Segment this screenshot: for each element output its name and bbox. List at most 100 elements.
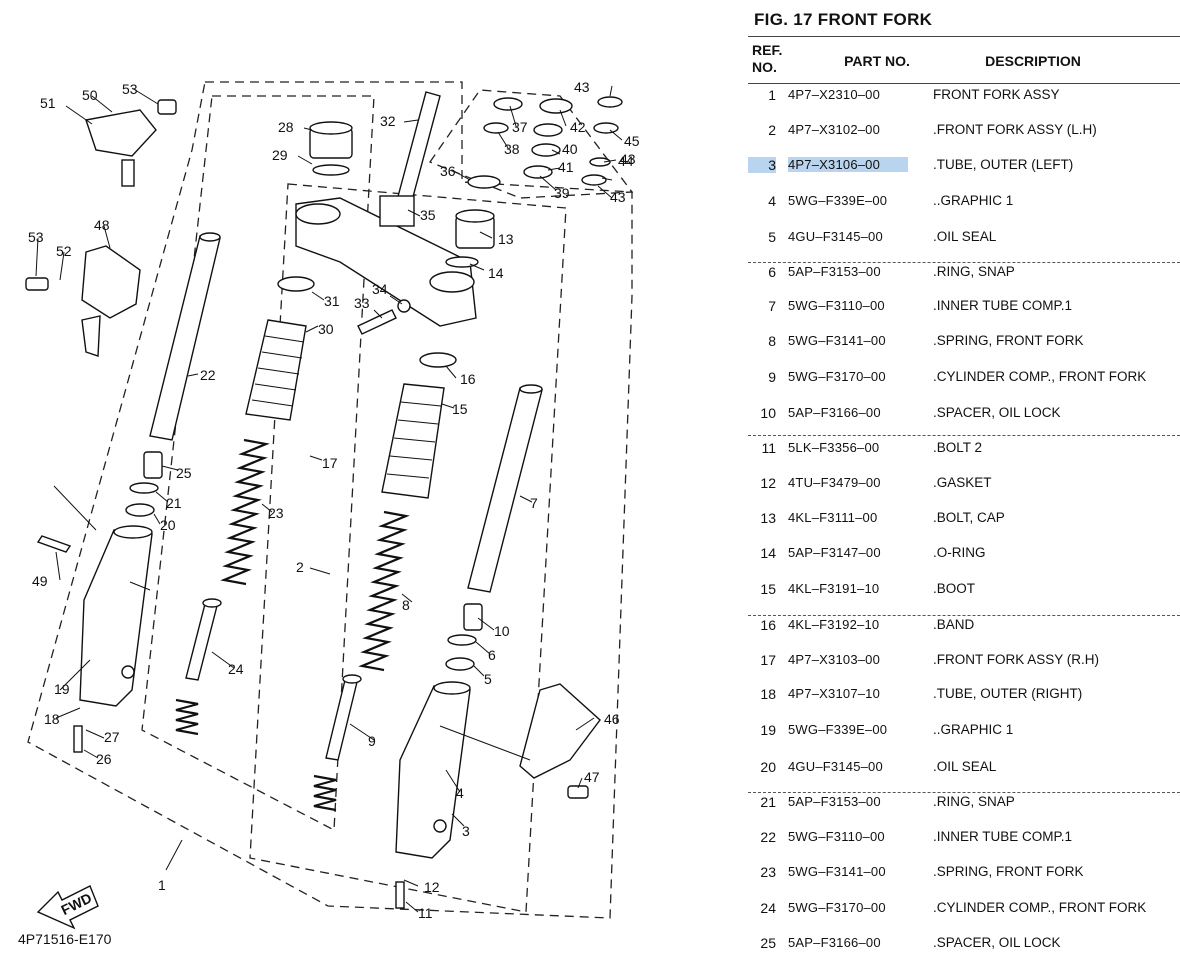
part-no: 4KL–F3111–00 bbox=[788, 510, 878, 525]
callout: 40 bbox=[562, 141, 578, 157]
callout: 43 bbox=[574, 79, 590, 95]
callout: 18 bbox=[44, 711, 60, 727]
callout: 46 bbox=[604, 711, 620, 727]
ref-no: 1 bbox=[768, 87, 776, 103]
ref-no: 2 bbox=[768, 122, 776, 138]
exploded-parts-diagram: 1 2 3 4 5 6 7 8 9 10 11 12 13 14 15 16 1… bbox=[18, 79, 640, 947]
ref-no: 4 bbox=[768, 193, 776, 209]
ref-no: 23 bbox=[760, 864, 776, 880]
table-row[interactable]: 24 5WG–F3170–00 .CYLINDER COMP., FRONT FOR… bbox=[748, 900, 1180, 924]
part-small-left-stack bbox=[125, 451, 163, 517]
callout: 19 bbox=[54, 681, 70, 697]
ref-no: 7 bbox=[768, 298, 776, 314]
table-row[interactable]: 7 5WG–F3110–00 .INNER TUBE COMP.1 bbox=[748, 298, 1180, 322]
callout: 51 bbox=[40, 95, 56, 111]
part-bolt-11 bbox=[395, 881, 405, 909]
description: .BAND bbox=[933, 617, 975, 632]
part-cap-bolt-right bbox=[445, 209, 495, 268]
description: .SPACER, OIL LOCK bbox=[933, 405, 1061, 420]
callout: 50 bbox=[82, 87, 98, 103]
description: ..GRAPHIC 1 bbox=[933, 722, 1014, 737]
callout: 15 bbox=[452, 401, 468, 417]
part-no: 5WG–F3170–00 bbox=[788, 900, 886, 915]
ref-no: 15 bbox=[760, 581, 776, 597]
part-cap-bolt-left bbox=[309, 121, 353, 176]
callout: 14 bbox=[488, 265, 504, 281]
description: .BOLT, CAP bbox=[933, 510, 1005, 525]
callout: 45 bbox=[624, 133, 640, 149]
table-row[interactable]: 13 4KL–F3111–00 .BOLT, CAP bbox=[748, 510, 1180, 534]
part-no: 4GU–F3145–00 bbox=[788, 229, 883, 244]
callout: 43 bbox=[610, 189, 626, 205]
callout: 21 bbox=[166, 495, 182, 511]
callout: 32 bbox=[380, 113, 396, 129]
part-bolt-49 bbox=[36, 535, 72, 553]
callout: 27 bbox=[104, 729, 120, 745]
header-part-no: PART NO. bbox=[844, 53, 910, 69]
part-no: 5WG–F339E–00 bbox=[788, 193, 888, 208]
description: .INNER TUBE COMP.1 bbox=[933, 298, 1073, 313]
group-separator bbox=[748, 435, 1180, 436]
part-no: 4KL–F3192–10 bbox=[788, 617, 880, 632]
callout: 53 bbox=[122, 81, 138, 97]
description: .FRONT FORK ASSY (L.H) bbox=[933, 122, 1097, 137]
description: .O-RING bbox=[933, 545, 986, 560]
callout: 34 bbox=[372, 281, 388, 297]
ref-no: 24 bbox=[760, 900, 776, 916]
part-boot-right bbox=[381, 383, 445, 499]
callout: 30 bbox=[318, 321, 334, 337]
boundary-assy-1 bbox=[27, 81, 633, 919]
callout: 9 bbox=[368, 733, 376, 749]
description: .CYLINDER COMP., FRONT FORK bbox=[933, 900, 1147, 915]
callout: 2 bbox=[296, 559, 304, 575]
part-no: 5WG–F3141–00 bbox=[788, 333, 886, 348]
callout: 3 bbox=[462, 823, 470, 839]
ref-no: 17 bbox=[760, 652, 776, 668]
part-no: 5AP–F3147–00 bbox=[788, 545, 881, 560]
part-top-left-bracket bbox=[85, 99, 177, 187]
ref-no: 25 bbox=[760, 935, 776, 951]
callout: 39 bbox=[554, 185, 570, 201]
part-no: 5WG–F3141–00 bbox=[788, 864, 886, 879]
part-no: 5WG–F3110–00 bbox=[788, 298, 885, 313]
callout: 16 bbox=[460, 371, 476, 387]
ref-no: 12 bbox=[760, 475, 776, 491]
callout: 4 bbox=[456, 785, 464, 801]
group-separator bbox=[748, 792, 1180, 793]
drawing-code: 4P71516-E170 bbox=[18, 931, 112, 947]
callout: 22 bbox=[200, 367, 216, 383]
callout: 7 bbox=[530, 495, 538, 511]
ref-no: 22 bbox=[760, 829, 776, 845]
callout: 43 bbox=[620, 151, 636, 167]
ref-no: 10 bbox=[760, 405, 776, 421]
callout: 44 bbox=[618, 153, 634, 169]
part-head-bearings bbox=[467, 96, 623, 189]
callout: 25 bbox=[176, 465, 192, 481]
part-brake-hose-guide-right bbox=[519, 683, 601, 799]
callout: 8 bbox=[402, 597, 410, 613]
ref-no: 20 bbox=[760, 759, 776, 775]
ref-no: 13 bbox=[760, 510, 776, 526]
